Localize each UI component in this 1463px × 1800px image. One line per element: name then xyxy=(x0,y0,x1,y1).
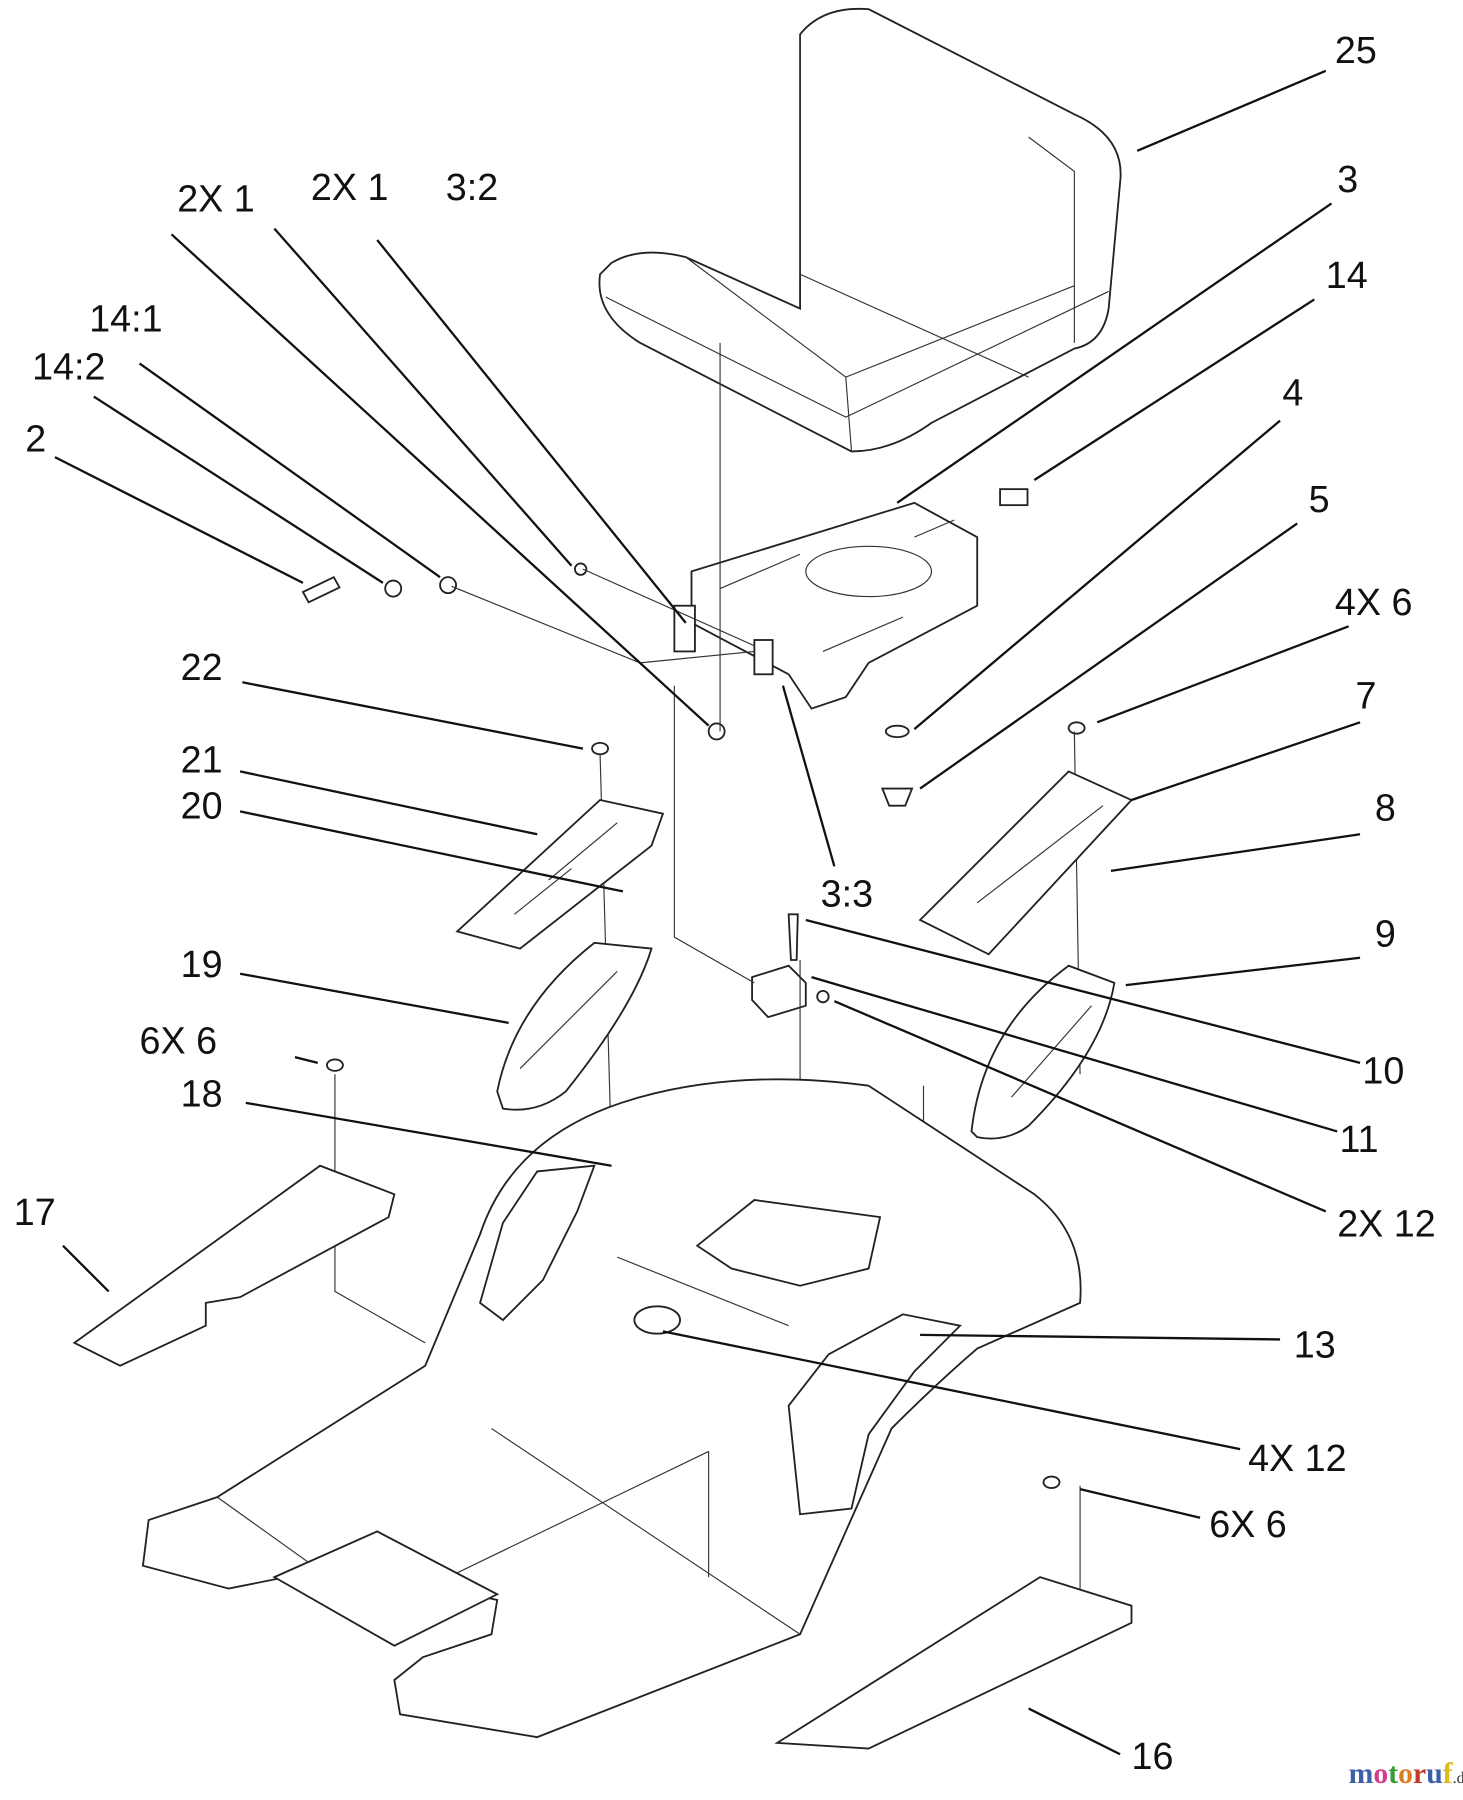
callout-18: 18 xyxy=(181,1072,223,1114)
seat-part-25 xyxy=(598,7,1122,453)
plug-part-6x6-right xyxy=(1042,1475,1061,1489)
panel-part-16 xyxy=(774,1576,1133,1750)
plate-part-7 xyxy=(918,770,1134,956)
callout-labels: 25 3 14 4 5 4X 6 7 8 9 10 11 2X 12 13 4X… xyxy=(14,29,1436,1777)
panel-part-17 xyxy=(72,1164,396,1367)
callout-4x12: 4X 12 xyxy=(1248,1437,1347,1479)
callout-11: 11 xyxy=(1339,1118,1378,1160)
bolt-part-2 xyxy=(301,575,341,604)
plug-part-6x6-left xyxy=(326,1058,344,1072)
bracket-part-3-3 xyxy=(753,639,774,676)
callout-6x6-right: 6X 6 xyxy=(1209,1503,1287,1545)
watermark-logo: motoruf.de xyxy=(1349,1758,1463,1790)
nut-part-1b xyxy=(707,722,726,741)
callout-2x1-b: 2X 1 xyxy=(311,166,389,208)
washer-part-14-1 xyxy=(439,576,457,595)
callout-14-1: 14:1 xyxy=(89,297,162,339)
callout-9: 9 xyxy=(1375,912,1396,954)
callout-19: 19 xyxy=(181,943,223,985)
callout-16: 16 xyxy=(1131,1735,1173,1777)
bracket-part-11 xyxy=(751,964,807,1019)
seat-pan-part-3 xyxy=(673,501,979,710)
callout-3-2: 3:2 xyxy=(446,166,498,208)
callout-2x12: 2X 12 xyxy=(1337,1203,1436,1245)
knob-part-5 xyxy=(881,787,914,807)
callout-25: 25 xyxy=(1335,29,1377,71)
callout-17: 17 xyxy=(14,1191,56,1233)
guide-part-19 xyxy=(496,941,653,1111)
callout-4x6: 4X 6 xyxy=(1335,581,1413,623)
washer-part-14-2 xyxy=(384,579,403,598)
callout-2x1-a: 2X 1 xyxy=(177,177,255,219)
plug-part-4x6 xyxy=(1067,721,1086,735)
callout-13: 13 xyxy=(1294,1324,1336,1366)
washer-part-4 xyxy=(884,724,910,739)
plate-part-21 xyxy=(455,799,665,950)
callout-7: 7 xyxy=(1355,675,1376,717)
callout-3: 3 xyxy=(1337,158,1358,200)
callout-10: 10 xyxy=(1362,1049,1404,1091)
switch-part-14 xyxy=(999,488,1029,507)
motoruf-watermark: motoruf.de xyxy=(1349,1758,1463,1790)
bolt-part-10 xyxy=(787,913,799,961)
callout-2: 2 xyxy=(25,417,46,459)
callout-6x6-left: 6X 6 xyxy=(139,1020,217,1062)
callout-14: 14 xyxy=(1326,254,1368,296)
leader-lines xyxy=(54,69,1361,1756)
callout-14-2: 14:2 xyxy=(32,345,105,387)
nut-part-12 xyxy=(816,989,830,1004)
callout-4: 4 xyxy=(1282,372,1303,414)
callout-20: 20 xyxy=(181,784,223,826)
callout-8: 8 xyxy=(1375,787,1396,829)
fender-body-part-13 xyxy=(141,1078,1082,1739)
plug-part-22 xyxy=(591,741,609,756)
callout-5: 5 xyxy=(1309,478,1330,520)
callout-21: 21 xyxy=(181,739,223,781)
callout-3-3: 3:3 xyxy=(821,872,873,914)
nut-part-1 xyxy=(574,562,588,576)
callout-22: 22 xyxy=(181,646,223,688)
